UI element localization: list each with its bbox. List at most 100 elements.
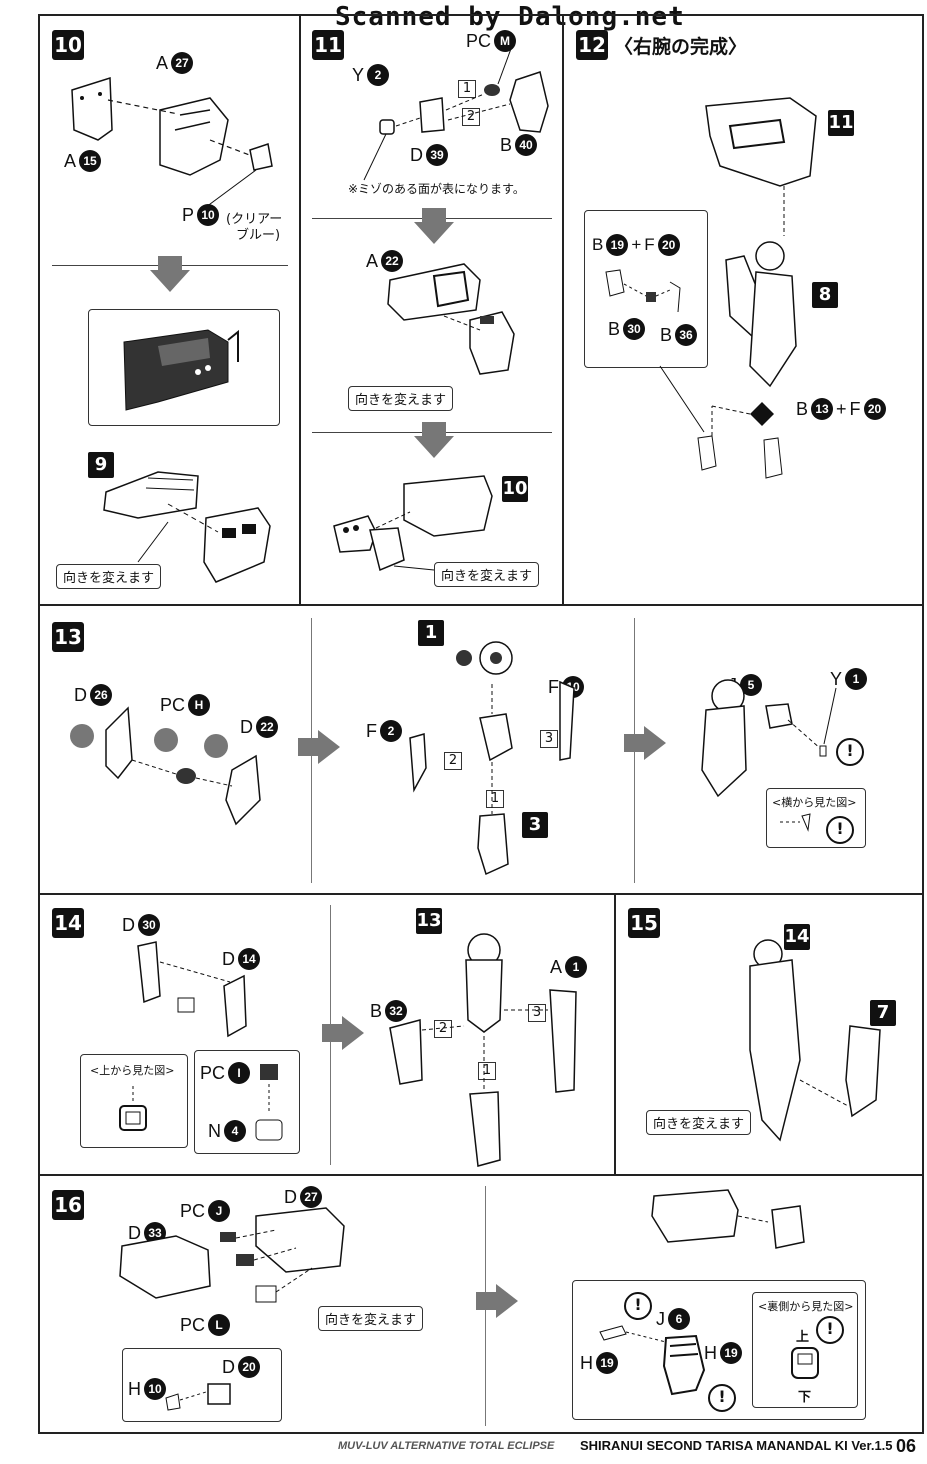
back-view-part bbox=[791, 1347, 819, 1379]
step-10-detail-box bbox=[88, 309, 280, 426]
warning-icon: ! bbox=[836, 738, 864, 766]
step-14-number: 14 bbox=[52, 908, 84, 938]
step-12-sub-11: 11 bbox=[828, 110, 854, 136]
step-11-number: 11 bbox=[312, 30, 344, 60]
hinge-illustration bbox=[599, 1325, 706, 1396]
order-2: 2 bbox=[444, 752, 462, 770]
step-13-parts-illustration bbox=[70, 706, 261, 826]
up-label: 上 bbox=[796, 1330, 810, 1345]
detail-parts bbox=[165, 1383, 231, 1411]
step-15-sub-7: 7 bbox=[870, 1000, 896, 1026]
step-14-flow-arrow bbox=[322, 1016, 364, 1050]
step-16-number: 16 bbox=[52, 1190, 84, 1220]
p10-color-note-1: (クリアー bbox=[226, 212, 283, 227]
step-11-sub-10: 10 bbox=[502, 476, 528, 502]
down-label: 下 bbox=[798, 1390, 812, 1405]
step-15-rotate-callout: 向きを変えます bbox=[646, 1110, 752, 1135]
back-view-label: <裏側から見た図> bbox=[758, 1300, 854, 1313]
step-15-number: 15 bbox=[628, 908, 660, 938]
step-11-parts-illustration bbox=[363, 45, 549, 181]
step-16-flow-arrow bbox=[476, 1284, 518, 1318]
step-12-hand-illustration bbox=[659, 365, 783, 479]
col-divider-14-15 bbox=[614, 893, 616, 1174]
order-3: 3 bbox=[540, 730, 558, 748]
step-11-down-arrow-2 bbox=[414, 422, 454, 458]
step-16-rotate-callout: 向きを変えます bbox=[318, 1306, 424, 1331]
pc-n-illustration bbox=[255, 1064, 283, 1141]
side-view-label: <横から見た図> bbox=[772, 796, 857, 809]
step-12-sub-8: 8 bbox=[812, 282, 838, 308]
step-13-sub-1: 1 bbox=[418, 620, 444, 646]
warning-icon: ! bbox=[624, 1292, 652, 1320]
step-13-result-illustration bbox=[701, 679, 837, 798]
order-1: 1 bbox=[486, 790, 504, 808]
warning-icon: ! bbox=[816, 1316, 844, 1344]
footer-series: MUV-LUV ALTERNATIVE TOTAL ECLIPSE bbox=[338, 1440, 555, 1452]
col-divider-10-11 bbox=[299, 14, 301, 604]
top-view-label: <上から見た図> bbox=[90, 1064, 175, 1077]
step-13-number: 13 bbox=[52, 622, 84, 652]
step-10-rotate-callout: 向きを変えます bbox=[56, 564, 162, 589]
step-16-result-illustration bbox=[651, 1189, 805, 1249]
step-10-assembly-illustration bbox=[103, 471, 271, 583]
order-1: 1 bbox=[458, 80, 476, 98]
order-1: 1 bbox=[478, 1062, 496, 1080]
step-14-assembly-illustration bbox=[389, 933, 577, 1167]
step-11-rotate-callout-1: 向きを変えます bbox=[348, 386, 454, 411]
step-14-sub-13: 13 bbox=[416, 908, 442, 934]
step-13-flow-arrow-2 bbox=[624, 726, 666, 760]
step-12-title: 〈右腕の完成〉 bbox=[614, 36, 748, 58]
page-frame bbox=[38, 14, 924, 1434]
step-11-groove-note: ※ミゾのある面が表になります。 bbox=[348, 182, 525, 196]
row-divider-1 bbox=[38, 604, 924, 606]
step-12-number: 12 bbox=[576, 30, 608, 60]
step-11-rotate-callout-2: 向きを変えます bbox=[434, 562, 540, 587]
step-10-down-arrow bbox=[150, 256, 190, 292]
p10-color-note-2: ブルー) bbox=[236, 228, 281, 243]
step-12-arm-illustration bbox=[705, 97, 817, 388]
step-14-top-view-box bbox=[80, 1054, 188, 1148]
step-10-parts-illustration bbox=[71, 76, 273, 211]
step-13-flow-arrow-1 bbox=[298, 730, 340, 764]
step-13-joint-illustration bbox=[409, 641, 575, 876]
side-view-part bbox=[780, 813, 811, 832]
warning-icon: ! bbox=[826, 816, 854, 844]
step-11-down-arrow-1 bbox=[414, 208, 454, 244]
row-divider-2 bbox=[38, 893, 924, 895]
step-15-illustration bbox=[749, 939, 881, 1142]
step-11-assembly-illustration bbox=[333, 475, 493, 572]
page-number: 06 bbox=[896, 1436, 917, 1456]
watermark-header: Scanned by Dalong.net bbox=[335, 2, 685, 32]
warning-icon: ! bbox=[708, 1384, 736, 1412]
col-divider-11-12 bbox=[562, 14, 564, 604]
step-16-parts-illustration bbox=[119, 1207, 345, 1303]
step-14-parts-illustration bbox=[137, 941, 247, 1038]
footer-model: SHIRANUI SECOND TARISA MANANDAL KI Ver.1… bbox=[580, 1438, 893, 1453]
